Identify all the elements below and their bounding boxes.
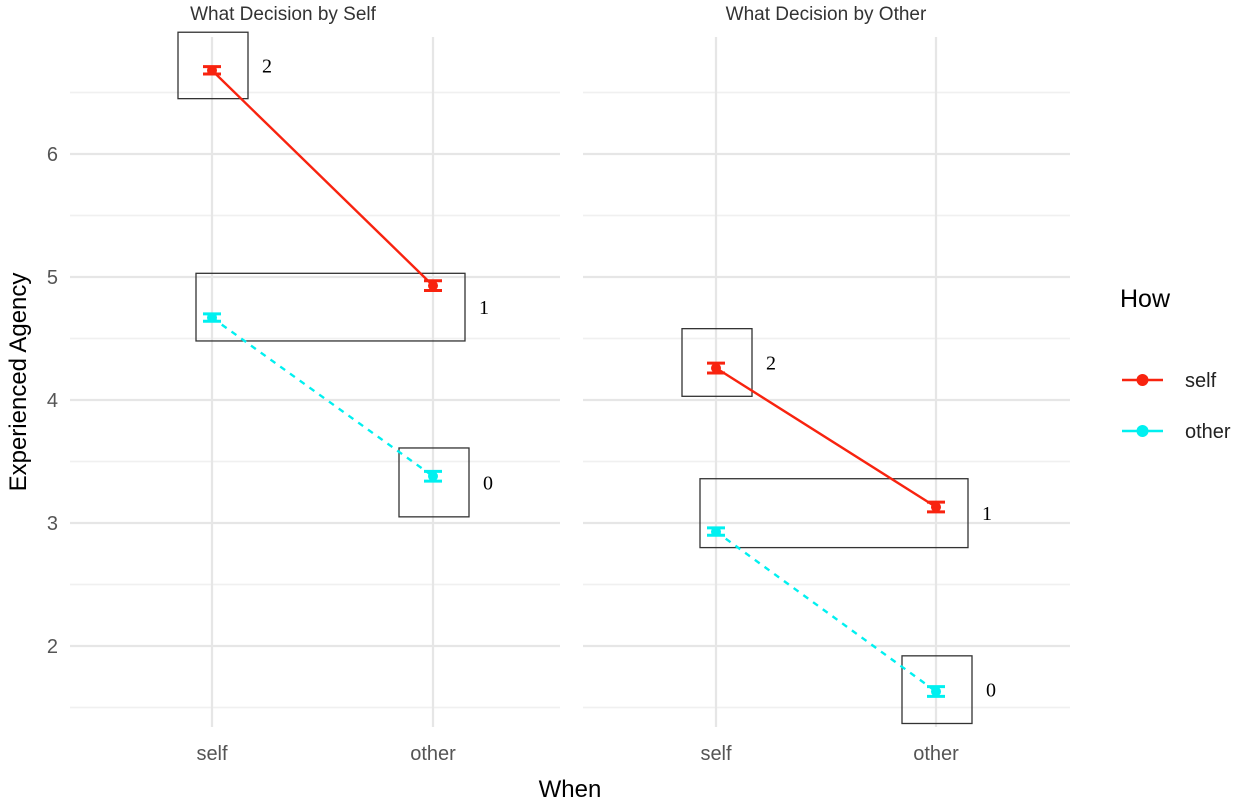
annotation-label: 0 [483, 472, 493, 494]
x-axis-title: When [539, 776, 602, 803]
data-point-other [428, 471, 438, 482]
annotation-box [699, 478, 969, 549]
legend-label-other: other [1185, 421, 1231, 443]
data-point-self [428, 280, 438, 291]
legend-label-self: self [1185, 370, 1217, 392]
legend-key-self-icon [1136, 374, 1149, 386]
series-line-other [211, 316, 434, 478]
series-layer [203, 65, 945, 698]
annotation-label: 2 [262, 55, 272, 77]
panel-title-left: What Decision by Self [190, 4, 377, 25]
data-point-other [931, 686, 941, 697]
y-tick-label: 5 [47, 267, 58, 289]
legend-key-other-icon [1136, 425, 1149, 437]
x-tick-label: other [410, 743, 456, 765]
legend-title: How [1120, 285, 1171, 313]
x-tick-label: self [196, 743, 228, 765]
annotation-box [901, 655, 973, 725]
series-line-self [211, 69, 434, 287]
data-point-self [207, 65, 217, 76]
panel-title-right: What Decision by Other [726, 4, 927, 25]
y-axis-title: Experienced Agency [5, 273, 32, 492]
data-point-self [711, 363, 721, 374]
y-tick-label: 3 [47, 513, 58, 535]
legend: self other [1122, 370, 1231, 443]
annotation-label: 1 [479, 297, 489, 319]
series-line-self [715, 367, 937, 509]
annotation-box [681, 328, 753, 397]
data-point-other [207, 312, 217, 323]
y-tick-label: 4 [47, 390, 58, 412]
grid-layer [70, 37, 1070, 727]
y-tick-label: 2 [47, 636, 58, 658]
series-line-other [715, 530, 937, 693]
x-tick-label: self [700, 743, 732, 765]
annotation-label: 1 [982, 503, 992, 525]
annotation-label: 2 [766, 352, 776, 374]
annotation-label: 0 [986, 680, 996, 702]
annotation-box [398, 447, 470, 518]
y-tick-label: 6 [47, 144, 58, 166]
annotation-box [177, 31, 249, 100]
x-tick-label: other [913, 743, 959, 765]
data-point-other [711, 526, 721, 537]
annotation-layer: 2 1 0 2 1 0 [177, 31, 996, 725]
annotation-box [195, 272, 466, 342]
text-layer: What Decision by Self What Decision by O… [5, 4, 1171, 803]
data-point-self [931, 502, 941, 513]
